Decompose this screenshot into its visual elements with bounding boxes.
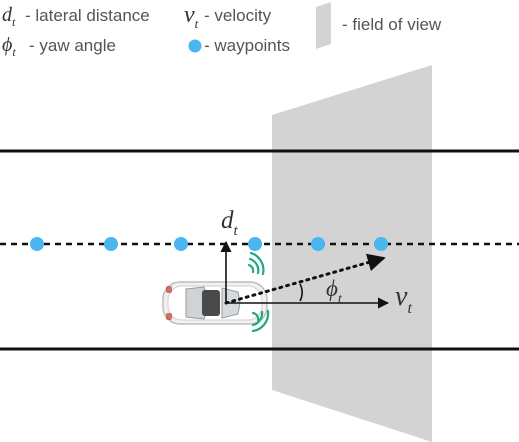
legend-yaw-angle-label: - yaw angle [29,36,116,55]
waypoint [30,237,44,251]
sensor-signal-icon [251,309,270,333]
waypoint [248,237,262,251]
legend-velocity-label: - velocity [204,6,272,25]
legend-waypoint-marker [188,39,202,53]
field-of-view-region [272,65,432,442]
legend-lateral-distance-symbol: dt [2,4,16,29]
waypoint [174,237,188,251]
legend-field-of-view-swatch [316,2,331,49]
yaw-angle-arc [299,283,303,302]
waypoint [374,237,388,251]
velocity-label: vt [395,281,412,317]
waypoints-group [30,237,388,251]
legend-waypoints-label: - waypoints [204,36,290,55]
legend-yaw-angle-symbol: ϕt [2,34,16,59]
waypoint [104,237,118,251]
legend-velocity-symbol: vt [184,2,199,31]
yaw-angle-label: ϕt [326,276,343,307]
legend: dt - lateral distance vt - velocity - fi… [2,2,442,59]
heading-dotted-arrow [224,253,386,305]
waypoint [311,237,325,251]
sensor-signal-icon [247,251,265,276]
lateral-distance-label: dt [221,207,239,239]
legend-field-of-view-label: - field of view [342,15,442,34]
legend-lateral-distance-label: - lateral distance [25,6,150,25]
